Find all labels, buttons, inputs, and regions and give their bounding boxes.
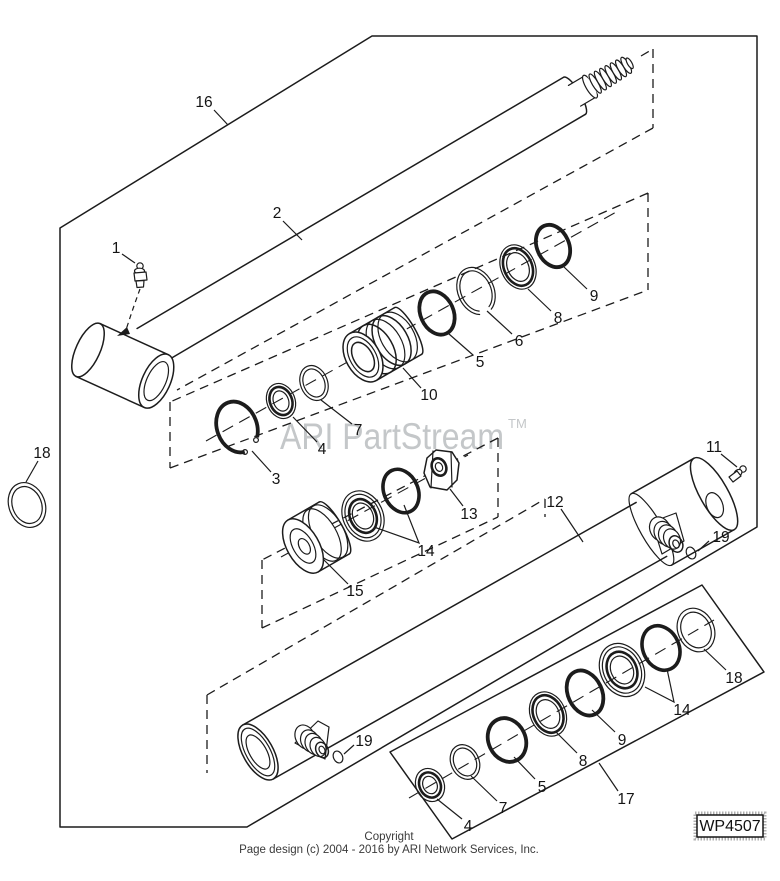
callout-5-kit: 5 — [538, 779, 547, 796]
leader-6 — [486, 310, 513, 335]
part-cross-tube — [71, 322, 175, 409]
leader-18-kit — [703, 648, 727, 671]
leader-10 — [402, 367, 422, 389]
callout-4: 4 — [318, 441, 327, 458]
part-oring-5 — [417, 289, 457, 337]
port-boss-head — [648, 512, 685, 555]
leader-1 — [121, 253, 136, 264]
leader-14 — [373, 504, 421, 545]
part-rod — [136, 56, 634, 367]
callout-15: 15 — [346, 583, 363, 600]
leader-7 — [320, 399, 353, 425]
part-oring-19-bottom — [332, 750, 344, 764]
part-rod-guide — [342, 306, 424, 383]
callout-9-kit: 9 — [618, 732, 627, 749]
diagram-border — [59, 35, 758, 828]
leader-8-kit — [554, 730, 578, 754]
part-oring-9 — [533, 222, 573, 270]
leader-9 — [563, 266, 588, 290]
callout-8: 8 — [554, 310, 563, 327]
callout-13: 13 — [460, 506, 477, 523]
leader-13 — [449, 488, 464, 507]
part-seal-4-kit — [414, 767, 446, 803]
callout-10: 10 — [420, 387, 438, 404]
part-seal-8 — [499, 244, 537, 290]
leader-11 — [720, 453, 738, 468]
centerline-rod-seals — [205, 210, 619, 442]
part-oring-14b — [381, 467, 421, 515]
callout-19-top: 19 — [712, 529, 729, 546]
callout-16: 16 — [195, 94, 212, 111]
part-cylinder-tube-12 — [237, 456, 739, 781]
part-seal-14-kit — [598, 642, 646, 698]
part-piston-15 — [281, 500, 352, 574]
leader-9-kit — [591, 709, 616, 733]
part-oring-14-kit — [640, 624, 682, 672]
callout-2: 2 — [273, 205, 282, 222]
part-seal-4 — [265, 382, 297, 420]
part-ring-18-left — [7, 482, 47, 528]
leader-5 — [448, 333, 474, 356]
part-oring-19-top — [685, 546, 697, 560]
callout-18-kit: 18 — [725, 670, 742, 687]
leader-2 — [282, 220, 303, 241]
part-snap-ring-3 — [214, 399, 260, 456]
callout-11: 11 — [706, 439, 722, 456]
callout-19-bottom: 19 — [355, 733, 372, 750]
dashed-box-rod-seals — [169, 192, 649, 469]
callout-6: 6 — [515, 333, 524, 350]
callout-5: 5 — [476, 354, 485, 371]
leader-4-kit — [436, 798, 463, 820]
leader-14-kit — [644, 668, 675, 704]
leader-16 — [213, 109, 229, 126]
watermark-tm: TM — [508, 416, 527, 431]
dashed-box-cylinder-end — [206, 498, 546, 773]
watermark-text: ARI PartStream — [280, 416, 504, 457]
part-backup-washer-7 — [299, 364, 329, 402]
leader-19-bottom — [343, 744, 355, 755]
dashed-box-rod — [176, 48, 654, 391]
port-boss-bottom — [294, 720, 330, 760]
leader-15 — [322, 558, 349, 585]
part-oring-9-kit — [564, 668, 606, 718]
callout-3: 3 — [272, 471, 281, 488]
seal-kit-box — [389, 584, 765, 840]
callout-14: 14 — [417, 543, 435, 560]
callout-17: 17 — [617, 791, 634, 808]
leader-4 — [292, 416, 318, 443]
callout-14-kit: 14 — [673, 702, 691, 719]
callout-18-left: 18 — [33, 445, 50, 462]
callout-4-kit: 4 — [464, 818, 473, 835]
part-grease-fitting-1 — [117, 262, 148, 336]
leader-19-top — [697, 540, 710, 552]
plate-code-box: WP4507 — [693, 811, 767, 841]
footer-copyright: Copyright — [364, 831, 414, 843]
part-oring-5-kit — [485, 716, 529, 764]
leader-5-kit — [513, 756, 536, 780]
plate-code: WP4507 — [699, 818, 760, 835]
leader-8 — [527, 288, 552, 312]
callout-1: 1 — [112, 240, 121, 257]
leader-17 — [598, 762, 619, 792]
leader-12 — [560, 508, 584, 543]
callout-12: 12 — [546, 494, 563, 511]
callout-7: 7 — [354, 422, 363, 439]
part-grease-fitting-11 — [728, 465, 747, 483]
part-scraper-ring-6 — [456, 266, 496, 316]
part-lock-nut-13 — [423, 449, 460, 491]
part-washer-7-kit — [449, 744, 481, 780]
footer-page-design: Page design (c) 2004 - 2016 by ARI Netwo… — [239, 844, 539, 856]
dashed-box-piston-group — [261, 437, 499, 629]
leader-3 — [251, 450, 272, 473]
callout-7-kit: 7 — [499, 800, 508, 817]
callout-9: 9 — [590, 288, 599, 305]
leader-18-left — [25, 460, 39, 483]
leader-lines — [25, 109, 738, 820]
leader-7-kit — [470, 775, 498, 802]
callout-8-kit: 8 — [579, 753, 588, 770]
part-seal-14a — [341, 490, 385, 542]
